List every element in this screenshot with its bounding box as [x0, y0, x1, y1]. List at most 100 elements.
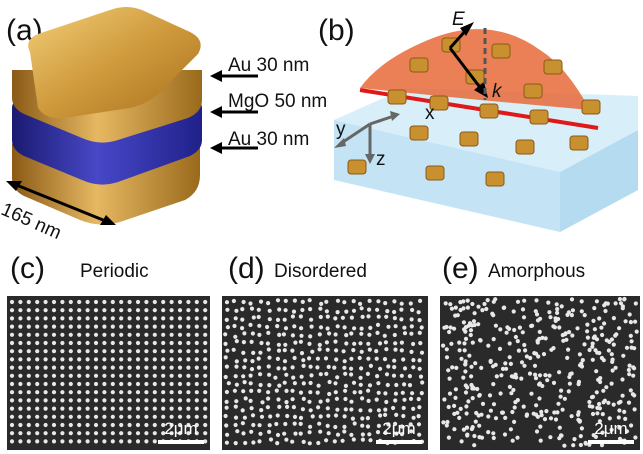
- sem-particle: [127, 381, 132, 387]
- sem-particle: [307, 356, 312, 361]
- sem-particle: [351, 380, 357, 385]
- sem-particle: [77, 332, 82, 337]
- sem-particle: [93, 340, 99, 346]
- sem-particle: [318, 429, 323, 434]
- sem-particle: [60, 381, 65, 387]
- sem-particle: [445, 419, 450, 425]
- sem-particle: [418, 298, 423, 303]
- sem-particle: [35, 365, 40, 370]
- sem-particle: [529, 323, 534, 329]
- sem-particle: [85, 340, 90, 346]
- sem-particle: [325, 326, 330, 331]
- sem-particle: [358, 375, 363, 380]
- sem-particle: [583, 440, 588, 445]
- sem-particle: [450, 365, 455, 370]
- sem-particle: [597, 316, 602, 321]
- sem-particle: [368, 408, 373, 413]
- sem-particle: [324, 299, 329, 304]
- sem-particle: [240, 326, 245, 331]
- sem-particle: [557, 370, 562, 375]
- sem-particle: [472, 443, 477, 448]
- sem-particle: [186, 299, 191, 305]
- sem-particle: [135, 365, 141, 370]
- sem-particle: [444, 347, 449, 352]
- sem-particle: [299, 374, 304, 379]
- sem-particle: [402, 382, 407, 387]
- sem-particle: [60, 414, 65, 419]
- sem-particle: [561, 338, 566, 343]
- sem-particle: [382, 357, 388, 362]
- sem-particle: [613, 301, 618, 306]
- sem-particle: [177, 316, 183, 321]
- sem-particle: [169, 373, 174, 378]
- sem-particle: [77, 439, 82, 444]
- sem-particle: [169, 308, 174, 313]
- sem-particle: [578, 442, 583, 448]
- sem-particle: [18, 357, 23, 362]
- sem-particle: [510, 409, 515, 415]
- sem-particle: [308, 408, 313, 413]
- sem-particle: [419, 391, 424, 396]
- sem-particle: [110, 373, 115, 378]
- sem-particle: [152, 299, 157, 305]
- sem-particle: [290, 439, 295, 444]
- sem-particle: [376, 381, 381, 386]
- sem-particle: [545, 378, 550, 383]
- sem-particle: [367, 332, 372, 337]
- sem-particle: [553, 316, 558, 321]
- sem-particle: [9, 299, 15, 305]
- sem-particle: [488, 359, 493, 364]
- sem-particle: [186, 414, 191, 419]
- sem-particle: [629, 423, 634, 428]
- sem-particle: [251, 350, 256, 355]
- sem-particle: [399, 373, 404, 378]
- sem-particle: [93, 299, 99, 305]
- sem-particle: [547, 310, 552, 315]
- sem-particle: [240, 408, 245, 413]
- sem-particle: [43, 365, 48, 370]
- sem-particle: [494, 374, 499, 379]
- sem-particle: [399, 432, 405, 437]
- sem-particle: [127, 332, 132, 337]
- sem-particle: [135, 340, 141, 346]
- sem-particle: [135, 308, 141, 313]
- sem-particle: [283, 308, 288, 313]
- sem-particle: [349, 432, 354, 437]
- sem-particle: [186, 316, 191, 321]
- sem-particle: [51, 422, 57, 428]
- sem-particle: [169, 349, 174, 354]
- sem-particle: [465, 432, 470, 437]
- sem-particle: [102, 431, 107, 436]
- sem-particle: [575, 326, 580, 331]
- sem-particle: [365, 371, 370, 376]
- sem-particle: [333, 424, 338, 430]
- sem-particle: [85, 431, 90, 436]
- sem-particle: [241, 431, 246, 436]
- sem-particle: [326, 413, 331, 418]
- sem-particle: [290, 388, 295, 393]
- sem-particle: [266, 347, 271, 352]
- sem-particle: [461, 320, 466, 325]
- sem-particle: [335, 298, 341, 303]
- sem-particle: [447, 329, 452, 335]
- sem-particle: [152, 324, 157, 329]
- sem-particle: [533, 309, 538, 314]
- sem-particle: [419, 325, 424, 330]
- sem-particle: [409, 349, 414, 354]
- sem-particle: [350, 416, 355, 421]
- sem-particle: [376, 299, 381, 304]
- sem-particle: [258, 350, 263, 355]
- sem-particle: [352, 421, 357, 426]
- sem-particle: [599, 325, 604, 330]
- sem-particle: [284, 437, 289, 442]
- sem-particle: [35, 340, 40, 346]
- sem-particle: [458, 300, 463, 305]
- sem-particle: [177, 308, 183, 313]
- sem-particle: [464, 404, 469, 409]
- sem-particle: [324, 309, 329, 314]
- sem-particle: [600, 332, 605, 338]
- sem-particle: [68, 439, 73, 444]
- sem-particle: [399, 307, 404, 312]
- sem-particle: [26, 324, 31, 329]
- sem-particle: [546, 300, 551, 305]
